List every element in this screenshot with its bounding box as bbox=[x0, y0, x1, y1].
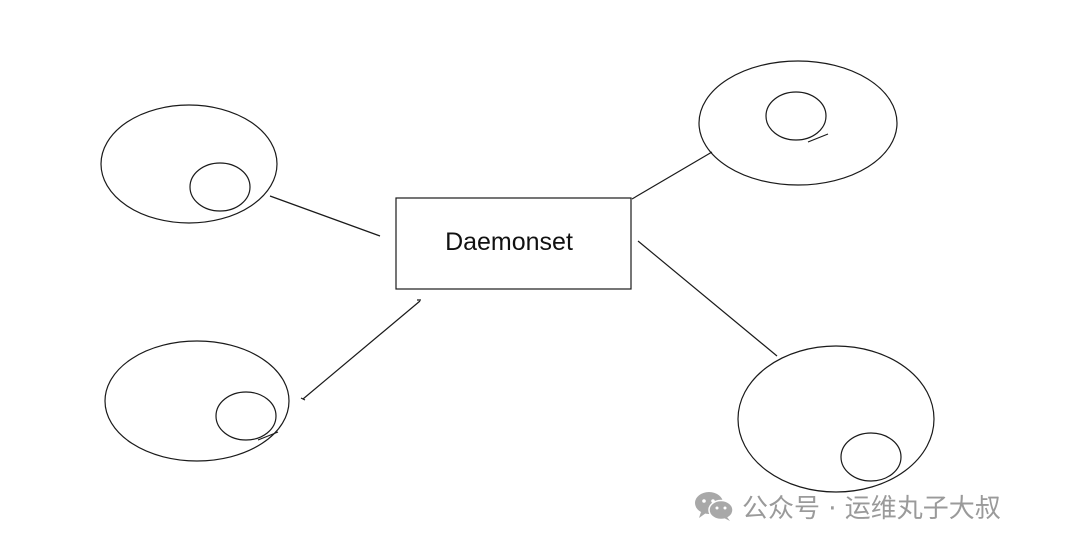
node-outer-circle bbox=[100, 104, 278, 224]
daemonset-label: Daemonset bbox=[445, 228, 573, 256]
node-inner-tail bbox=[807, 133, 829, 143]
wechat-icon bbox=[695, 492, 734, 521]
daemonset-box bbox=[395, 197, 632, 290]
node-top-left bbox=[100, 104, 278, 224]
node-top-right bbox=[698, 60, 898, 186]
connector-top-left bbox=[269, 195, 381, 237]
node-inner-circle bbox=[840, 432, 902, 482]
node-outer-circle bbox=[698, 60, 898, 186]
node-outer-circle bbox=[104, 340, 290, 462]
watermark: 公众号 · 运维丸子大叔 bbox=[694, 488, 1001, 524]
node-outer-circle bbox=[737, 345, 935, 493]
connector-bottom-right bbox=[637, 240, 778, 357]
node-inner-circle bbox=[189, 162, 251, 212]
node-inner-circle bbox=[765, 91, 827, 141]
connector-bottom-left bbox=[302, 300, 421, 400]
node-bottom-left bbox=[104, 340, 290, 462]
node-inner-tail bbox=[257, 431, 279, 441]
node-bottom-right bbox=[737, 345, 935, 493]
node-inner-circle bbox=[215, 391, 277, 441]
connector-top-right bbox=[631, 151, 713, 200]
watermark-text: 公众号 · 运维丸子大叔 bbox=[742, 493, 1001, 524]
connector-end-mark bbox=[300, 299, 421, 401]
